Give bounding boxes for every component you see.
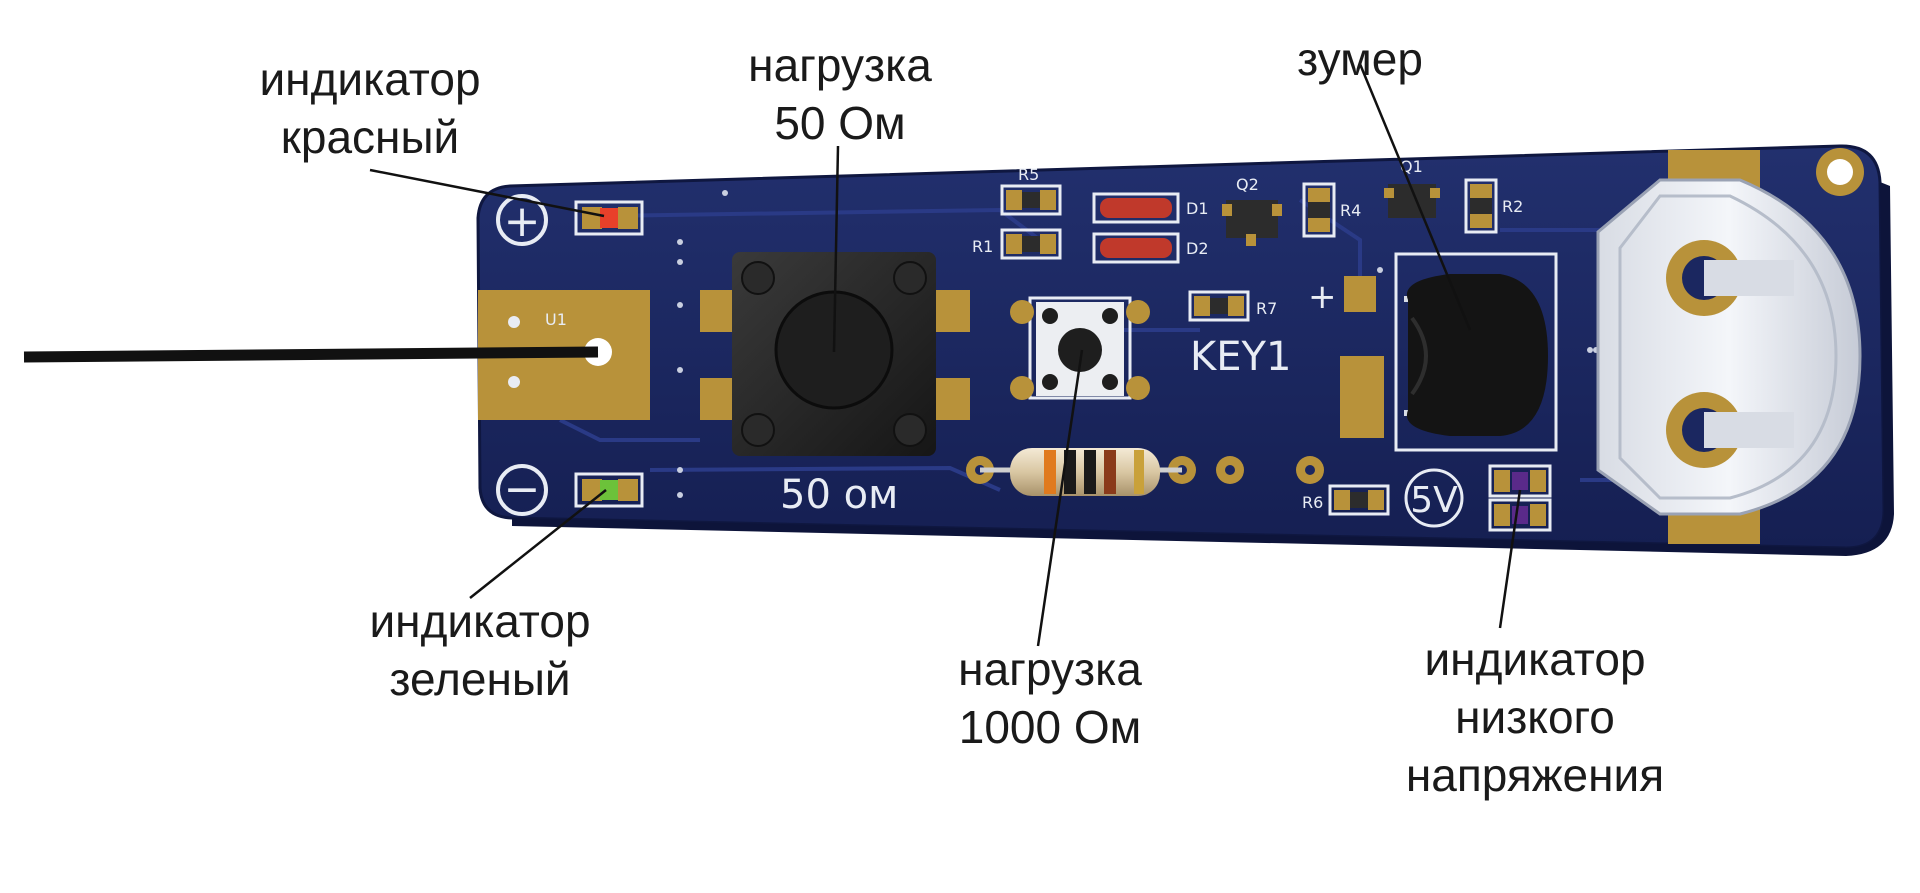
r5-label: R5 <box>1018 165 1039 184</box>
callout-low-voltage-line3: напряжения <box>1405 749 1665 801</box>
button-50-pad-tr <box>934 290 970 332</box>
callout-red-indicator-line1: индикатор <box>259 53 481 105</box>
callout-load-1000-line1: нагрузка <box>958 643 1142 695</box>
callout-load-50: нагрузка 50 Ом <box>730 36 950 152</box>
button-50-pad-br <box>934 378 970 420</box>
callout-red-indicator-line2: красный <box>280 111 460 163</box>
r1-label: R1 <box>972 237 993 256</box>
minus-label: − <box>504 464 541 515</box>
plus-symbol-icon <box>496 194 548 246</box>
callout-load-1000-line2: 1000 Ом <box>958 701 1142 753</box>
green-led-outline <box>574 472 644 508</box>
red-led-body <box>600 208 618 228</box>
d2-label: D2 <box>1186 239 1209 258</box>
leader-lines <box>369 63 1522 647</box>
callout-green-indicator-line2: зеленый <box>389 653 571 705</box>
green-led-pad-left <box>582 479 602 501</box>
leader-low-voltage <box>1498 489 1522 629</box>
coin-cell-holder <box>1596 178 1862 516</box>
red-led-pad-left <box>582 207 602 229</box>
r6-label: R6 <box>1302 493 1323 512</box>
callout-buzzer: зумер <box>1270 30 1450 88</box>
key1-silk-label: KEY1 <box>1190 334 1291 380</box>
leader-red-indicator <box>369 168 605 218</box>
callout-low-voltage-line2: низкого <box>1455 691 1615 743</box>
r7-label: R7 <box>1256 299 1277 318</box>
callout-load-1000: нагрузка 1000 Ом <box>930 640 1170 756</box>
ohm50-silk-label: 50 ом <box>780 472 898 518</box>
minus-symbol-icon <box>496 464 548 516</box>
green-led-pad-right <box>618 479 638 501</box>
button-50-pad-bl <box>700 378 736 420</box>
button-50-pad-tl <box>700 290 736 332</box>
callout-red-indicator: индикатор красный <box>230 50 510 166</box>
u1-hole-top <box>508 316 520 328</box>
callout-load-50-line1: нагрузка <box>748 39 932 91</box>
buzzer-body <box>1406 274 1548 436</box>
red-led-outline <box>574 200 644 236</box>
callout-low-voltage-line1: индикатор <box>1424 633 1646 685</box>
callout-buzzer-line1: зумер <box>1297 33 1423 85</box>
green-led-body <box>600 480 618 500</box>
leader-buzzer <box>1358 63 1472 331</box>
5v-label: 5V <box>1410 480 1458 521</box>
plus-label: + <box>504 196 541 247</box>
callout-green-indicator-line1: индикатор <box>369 595 591 647</box>
leader-load-1000 <box>1036 349 1084 647</box>
callout-green-indicator: индикатор зеленый <box>340 592 620 708</box>
callout-low-voltage-indicator: индикатор низкого напряжения <box>1370 630 1700 804</box>
key1-button-cap <box>1058 328 1102 372</box>
q2-label: Q2 <box>1236 175 1259 194</box>
probe-wire <box>23 346 599 363</box>
leader-green-indicator <box>469 489 607 599</box>
r2-label: R2 <box>1502 197 1523 216</box>
u1-hole-bottom <box>508 376 520 388</box>
callout-load-50-line2: 50 Ом <box>774 97 906 149</box>
5v-silk-circle <box>1404 468 1464 528</box>
r4-label: R4 <box>1340 201 1361 220</box>
u1-label: U1 <box>545 310 567 329</box>
red-led-pad-right <box>618 207 638 229</box>
buzzer-plus-label: + <box>1308 277 1337 317</box>
leader-load-50 <box>832 145 840 353</box>
d1-label: D1 <box>1186 199 1209 218</box>
